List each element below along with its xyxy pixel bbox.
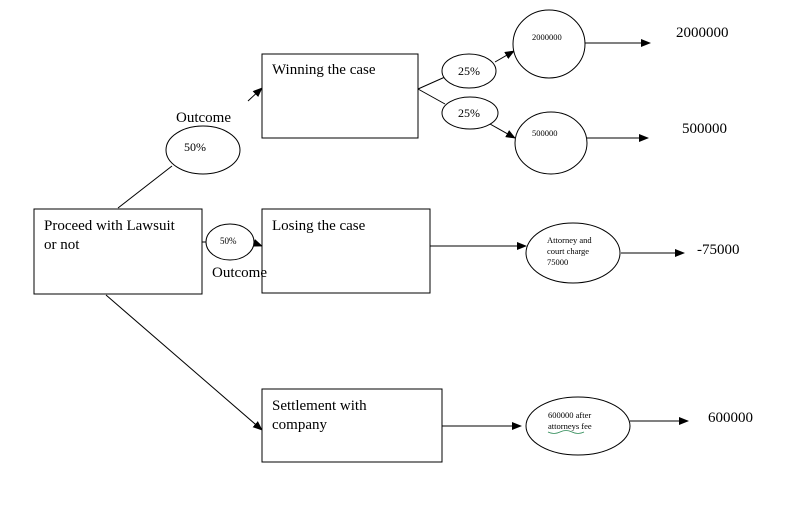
lose-outcome-node: Attorney and court charge 75000 <box>525 222 621 284</box>
win-high-probability-value: 25% <box>458 64 480 78</box>
settle-outcome-line2: attorneys fee <box>548 421 592 431</box>
win-low-probability-node: 25% <box>441 96 499 130</box>
lose-outcome-line2: court charge <box>547 246 589 256</box>
winning-label: Winning the case <box>272 62 376 78</box>
connector-root-to-top-prob <box>117 165 173 209</box>
settle-outcome-line1: 600000 after <box>548 410 591 420</box>
root-label-line2: or not <box>44 237 80 253</box>
payoff-lose: -75000 <box>697 242 740 258</box>
win-low-outcome-value: 500000 <box>532 128 558 138</box>
win-high-probability-node: 25% <box>441 53 497 89</box>
settlement-box: Settlement with company <box>261 388 443 463</box>
win-low-probability-value: 25% <box>458 106 480 120</box>
winning-box: Winning the case <box>261 53 419 139</box>
settlement-label-line2: company <box>272 417 327 433</box>
lose-outcome-line1: Attorney and <box>547 235 592 245</box>
connector-high-prob-to-outcome <box>494 50 515 63</box>
connector-low-prob-to-outcome <box>489 123 516 139</box>
root-label-line1: Proceed with Lawsuit <box>44 218 176 234</box>
lose-outcome-line3: 75000 <box>547 257 568 267</box>
payoff-settle: 600000 <box>708 410 753 426</box>
root-decision-box: Proceed with Lawsuit or not <box>33 208 203 295</box>
win-low-outcome-node: 500000 <box>514 111 588 175</box>
payoff-win-low: 500000 <box>682 121 727 137</box>
connector-mid-prob-to-losing <box>252 239 263 247</box>
win-high-outcome-value: 2000000 <box>532 32 562 42</box>
win-high-outcome-node: 2000000 <box>512 9 586 79</box>
connector-winning-to-high-prob <box>417 76 446 90</box>
mid-outcome-label: Outcome <box>212 265 267 281</box>
top-probability-node: 50% <box>165 125 241 175</box>
settlement-label-line1: Settlement with <box>272 398 367 414</box>
mid-probability-value: 50% <box>220 236 237 246</box>
connector-root-to-settlement <box>105 294 263 431</box>
top-outcome-label: Outcome <box>176 110 231 126</box>
losing-label: Losing the case <box>272 218 366 234</box>
connector-winning-to-low-prob <box>417 88 446 105</box>
payoff-win-high: 2000000 <box>676 25 729 41</box>
losing-box: Losing the case <box>261 208 431 294</box>
spellcheck-underline <box>547 430 585 434</box>
connector-top-prob-to-winning <box>247 87 263 102</box>
top-probability-value: 50% <box>184 140 206 154</box>
mid-probability-node: 50% <box>205 223 255 261</box>
settle-outcome-node: 600000 after attorneys fee <box>525 396 631 456</box>
